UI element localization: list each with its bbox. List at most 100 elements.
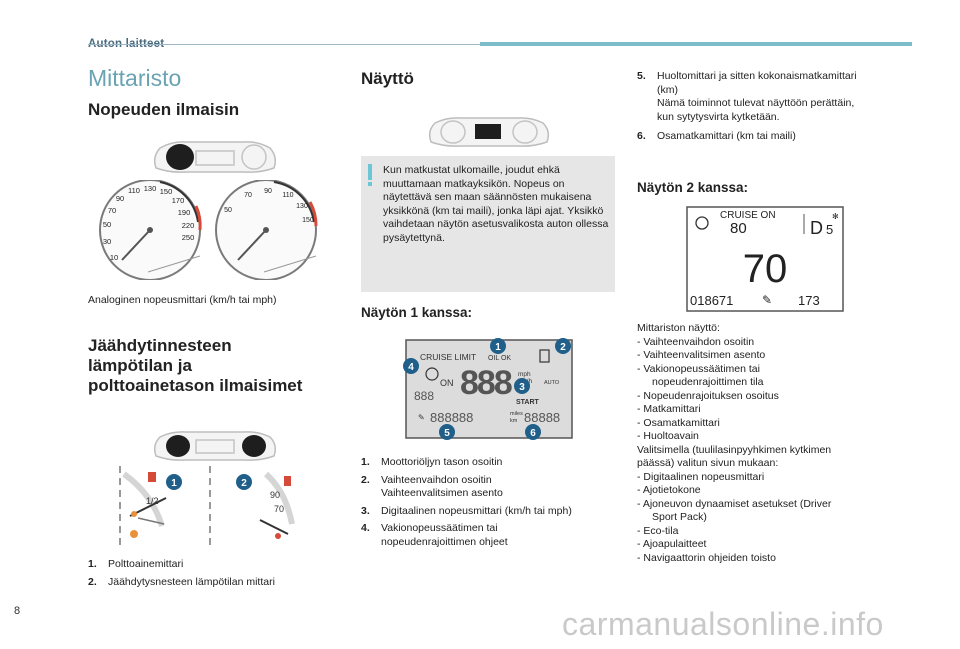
mph-tick-110: 110 [282, 192, 293, 199]
fuel-warning-icon [130, 530, 138, 538]
lcd-gear-digits: 888 [414, 389, 434, 403]
svg-text:2: 2 [560, 342, 566, 353]
cluster-icon-coolant [153, 431, 277, 461]
lcd-mph: mph [518, 371, 531, 378]
kmh-tick-110: 110 [128, 186, 140, 195]
kmh-tick-150: 150 [160, 187, 173, 196]
svg-text:3: 3 [519, 382, 525, 393]
coolant-list: 1.Polttoainemittari 2.Jäähdytysnesteen l… [88, 558, 348, 593]
callout-3 [514, 378, 530, 394]
lcd-auto: AUTO [544, 380, 560, 386]
lcd-trip-digits: 88888 [524, 410, 560, 425]
kmh-tick-190: 190 [178, 208, 191, 217]
list-item: 1.Polttoainemittari [88, 558, 184, 570]
coolant-heading-line2: lämpötilan ja [88, 356, 192, 375]
coolant-heading: Jäähdytinnesteen lämpötilan ja polttoain… [88, 336, 348, 396]
speed-heading: Nopeuden ilmaisin [88, 100, 240, 119]
temp-gauge: 2 90 70 [236, 471, 295, 539]
wrench-icon: ✎ [418, 413, 425, 422]
info-text: Kun matkustat ulkomaille, joudut ehkä mu… [383, 164, 609, 244]
page-number: 8 [14, 605, 21, 617]
mph-tick-130: 130 [296, 203, 308, 210]
text-line: - Osamatkamittari [637, 416, 720, 429]
mph-tick-50: 50 [224, 207, 232, 214]
svg-text:6: 6 [530, 428, 536, 439]
fuel-half-label: 1/2 [146, 496, 159, 506]
lcd-on: ON [440, 378, 454, 388]
text-line: - Ajotietokone [637, 484, 701, 496]
screen-gear: D [810, 218, 823, 238]
info-icon [368, 164, 372, 180]
temp-warning-icon [275, 533, 281, 539]
door-icon [539, 349, 550, 363]
display2-description: Mittariston näyttö: - Vaihteenvaihdon os… [637, 322, 907, 565]
coolant-heading-line3: polttoainetason ilmaisimet [88, 376, 303, 395]
svg-text:4: 4 [408, 362, 414, 373]
text-line: - Vaihteenvaihdon osoitin [637, 335, 755, 348]
kmh-tick-labels: 10 30 50 70 90 110 130 150 170 190 220 2… [103, 184, 194, 262]
screen-speed: 70 [743, 247, 788, 291]
text-line: - Eco-tila [637, 524, 679, 537]
callout-2 [555, 338, 571, 354]
text-line: - Navigaattorin ohjeiden toisto [637, 551, 776, 564]
text-line: päässä) valitun sivun mukaan: [637, 457, 779, 469]
callout-4 [403, 358, 419, 374]
kmh-tick-10: 10 [110, 253, 118, 262]
lcd-odo-digits: 888888 [430, 410, 473, 425]
display-2-screen: CRUISE ON 80 D 5 ✻ 70 018671 ✎ 173 [686, 206, 844, 312]
mph-tick-90: 90 [264, 188, 272, 195]
kmh-tick-30: 30 [103, 237, 111, 246]
text-line: nopeudenrajoittimen tila [652, 376, 764, 388]
text-line: - Ajoapulaitteet [637, 538, 707, 550]
temp-70-label: 70 [274, 504, 284, 514]
lcd-km: km [510, 418, 518, 424]
list-item: 6.Osamatkamittari (km tai maili) [637, 130, 796, 142]
page-title: Mittaristo [88, 65, 182, 91]
mph-tick-70: 70 [244, 192, 252, 199]
kmh-tick-250: 250 [182, 233, 195, 242]
lcd-cruise-limit: CRUISE LIMIT [420, 352, 476, 362]
speedometers: 10 30 50 70 90 110 130 150 170 190 220 2… [99, 180, 318, 280]
kmh-tick-50: 50 [103, 220, 111, 229]
header-rule-thin [88, 44, 480, 45]
fuel-temp-gauges: 1/2 1 2 90 70 [119, 466, 295, 548]
text-line: - Ajoneuvon dynaamiset asetukset (Driver [637, 497, 832, 510]
kmh-tick-130: 130 [144, 184, 157, 193]
callout-1-fuel [166, 474, 182, 490]
speed-caption: Analoginen nopeusmittari (km/h tai mph) [88, 294, 277, 306]
screen-cruise-on: CRUISE ON [720, 210, 776, 221]
text-line: - Vaihteenvalitsimen asento [637, 349, 766, 361]
service-wrench-icon: ✎ [762, 293, 772, 307]
display2-heading: Näytön 2 kanssa: [637, 180, 749, 195]
watermark: carmanualsonline.info [562, 606, 884, 642]
text-line: - Vakionopeussäätimen tai [637, 362, 760, 375]
text-line: - Matkamittari [637, 403, 701, 415]
text-line: - Nopeudenrajoituksen osoitus [637, 389, 779, 402]
display-heading: Näyttö [361, 69, 414, 88]
kmh-tick-170: 170 [172, 196, 185, 205]
list-item: 2.Jäähdytysnesteen lämpötilan mittari [88, 575, 275, 588]
display1-list-continued: 5. Huoltomittari ja sitten kokonaismatka… [637, 70, 907, 148]
text-line: Valitsimella (tuulilasinpyyhkimen kytkim… [637, 443, 832, 456]
screen-odometer: 018671 [690, 293, 733, 308]
callout-1-fuel-label: 1 [171, 478, 177, 489]
lcd-oil-ok: OIL OK [488, 355, 511, 362]
callout-6 [525, 424, 541, 440]
callout-5 [439, 424, 455, 440]
header-rule-thick [480, 42, 912, 46]
cluster-icon-display [428, 117, 550, 147]
kmh-tick-90: 90 [116, 194, 124, 203]
text-line: Mittariston näyttö: [637, 322, 720, 334]
list-item: 3.Digitaalinen nopeusmittari (km/h tai m… [361, 504, 572, 517]
info-box: Kun matkustat ulkomaille, joudut ehkä mu… [361, 156, 615, 292]
svg-text:5: 5 [444, 428, 450, 439]
coolant-heading-line1: Jäähdytinnesteen [88, 336, 232, 355]
display1-heading: Näytön 1 kanssa: [361, 305, 473, 320]
svg-text:1: 1 [495, 342, 501, 353]
mph-tick-150: 150 [302, 217, 314, 224]
text-line: - Huoltoavain [637, 430, 699, 442]
list-item: 1.Moottoriöljyn tason osoitin [361, 456, 503, 468]
screen-gear-number: 5 [826, 222, 833, 237]
